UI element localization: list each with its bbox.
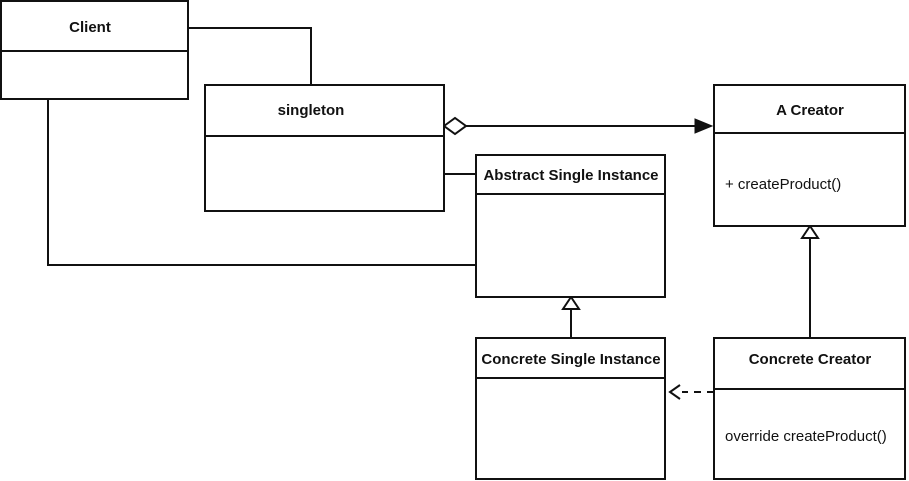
aggregation-diamond-icon: [442, 116, 468, 136]
class-title: singleton: [278, 102, 345, 119]
class-title: A Creator: [776, 102, 844, 119]
class-box: [475, 154, 666, 298]
class-box: [204, 84, 445, 212]
class-a-creator: A Creator + createProduct(): [713, 84, 906, 227]
class-title: Concrete Creator: [749, 351, 872, 368]
association-client-singleton: [188, 27, 312, 85]
class-title: Client: [69, 19, 111, 36]
class-box: [713, 84, 906, 227]
class-title: Abstract Single Instance: [483, 167, 658, 184]
class-box: [475, 337, 666, 480]
navigability-arrowhead-icon: [694, 118, 714, 134]
class-concrete-creator: Concrete Creator override createProduct(…: [713, 337, 906, 480]
class-member-create-product: + createProduct(): [725, 176, 841, 193]
class-member-override-create-product: override createProduct(): [725, 428, 887, 445]
class-concrete-single-instance: Concrete Single Instance: [475, 337, 666, 480]
class-box: [713, 337, 906, 480]
class-singleton: singleton: [204, 84, 445, 212]
inheritance-triangle-icon: [561, 295, 581, 310]
generalization-concrete-creator: [800, 224, 820, 338]
class-client: Client: [0, 0, 189, 100]
aggregation-singleton-a-creator: [442, 116, 714, 136]
open-arrowhead-icon: [668, 384, 681, 400]
class-abstract-single-instance: Abstract Single Instance: [475, 154, 666, 298]
inheritance-triangle-icon: [800, 224, 820, 239]
generalization-concrete-single-instance: [561, 295, 581, 338]
class-title: Concrete Single Instance: [481, 351, 660, 368]
dependency-concrete-creator-concrete-single-instance: [668, 384, 714, 400]
association-client-abstract-single-instance: [47, 99, 476, 266]
